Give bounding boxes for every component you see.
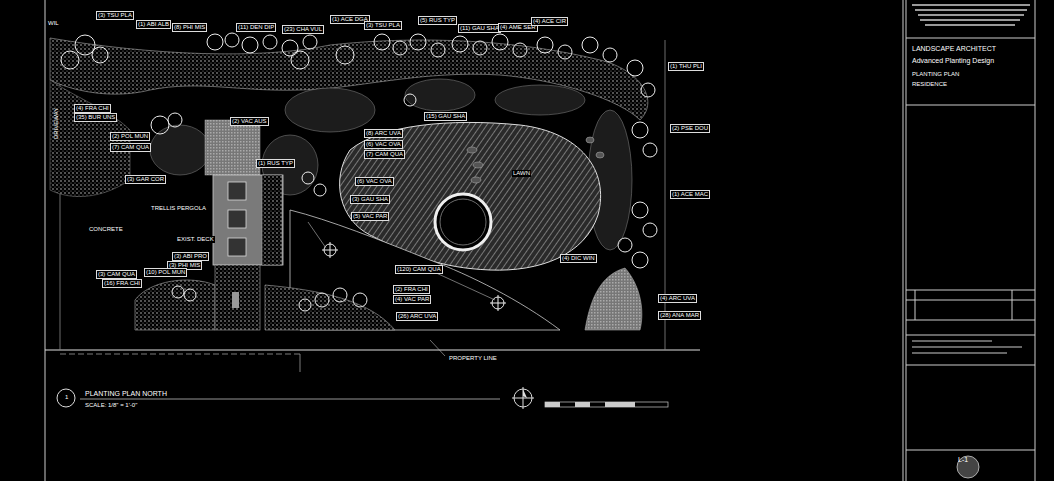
title-block: LANDSCAPE ARCHITECT Advanced Planting Des… — [906, 0, 1035, 481]
plant-callout: (2) PSE DOU — [670, 124, 710, 133]
plant-callout: (4) DIC WIN — [560, 254, 597, 263]
title-text: PLANTING PLAN — [912, 70, 959, 78]
plant-callout: (3) TSU PLA — [96, 11, 134, 20]
plant-callout: (15) GAU SHA — [424, 112, 467, 121]
plant-callout: (1) ABI ALB — [136, 20, 171, 29]
plant-callout: (3) CAM QUA — [96, 270, 137, 279]
plant-callout: (1) RUS TYP — [256, 159, 295, 168]
plant-callout: (3) GAR COR — [125, 175, 166, 184]
plant-callout: (6) VAC OVA — [355, 177, 394, 186]
plan-note: LAWN — [512, 170, 531, 177]
plant-callout: (3) GAU SHA — [350, 195, 390, 204]
plant-callout: (5) VAC PAR — [351, 212, 389, 221]
plan-note: PROPERTY LINE — [448, 355, 498, 362]
title-text: RESIDENCE — [912, 80, 947, 88]
plant-callout: (23) CHA VUL — [282, 25, 324, 34]
plan-note: TRELLIS PERGOLA — [150, 205, 207, 212]
plant-callout: (35) BUR UNS — [74, 113, 117, 122]
plant-callout: (8) ARC UVA — [364, 129, 403, 138]
plant-callout: (2) VAC AUS — [230, 117, 269, 126]
plant-callout: (8) PHI MIS — [172, 23, 207, 32]
plant-callout: (11) GAU SHA — [458, 24, 501, 33]
plant-callout: (2) FRA CHI — [393, 285, 430, 294]
plant-callout: (120) CAM QUA — [395, 265, 443, 274]
plan-note: PLANTING PLAN NORTH — [84, 390, 168, 398]
street-label: DRIVEWAY — [53, 107, 60, 140]
title-text: LANDSCAPE ARCHITECT — [912, 44, 996, 53]
plan-note: EXIST. DECK — [176, 236, 215, 243]
plan-note: SCALE: 1/8" = 1'-0" — [84, 402, 138, 409]
plant-callout: (2) POL MUN — [110, 132, 150, 141]
plant-callout: (10) POL MUN — [144, 268, 187, 277]
plan-note: WIL — [47, 20, 60, 27]
plant-callout: (11) DEN DIP — [236, 23, 276, 32]
plant-callout: (5) RUS TYP — [418, 16, 457, 25]
plant-callout: (4) VAC PAR — [393, 295, 431, 304]
plant-callout: (7) CAM QUA — [110, 143, 151, 152]
plant-callout: (4) ACE CIR — [531, 17, 568, 26]
plant-callout: (1) ACE MAC — [670, 190, 710, 199]
plant-callout: (3) TSU PLA — [364, 21, 402, 30]
plant-callout: (16) FRA CHI — [102, 279, 142, 288]
plant-callout: (6) VAC OVA — [364, 140, 403, 149]
plant-callout: (4) FRA CHI — [74, 104, 111, 113]
plan-note: 1 — [64, 394, 69, 401]
plant-callout: (26) ARC UVA — [396, 312, 438, 321]
title-text: L-1 — [958, 455, 968, 464]
plant-callout: (4) ARC UVA — [658, 294, 697, 303]
plan-note: CONCRETE — [88, 226, 124, 233]
plant-callout: (1) THU PLI — [668, 62, 704, 71]
plant-callout: (3) ABI PRO — [172, 252, 209, 261]
title-text: Advanced Planting Design — [912, 56, 994, 65]
plant-callout: (28) ANA MAR — [658, 311, 701, 320]
plant-callout: (7) CAM QUA — [364, 150, 405, 159]
